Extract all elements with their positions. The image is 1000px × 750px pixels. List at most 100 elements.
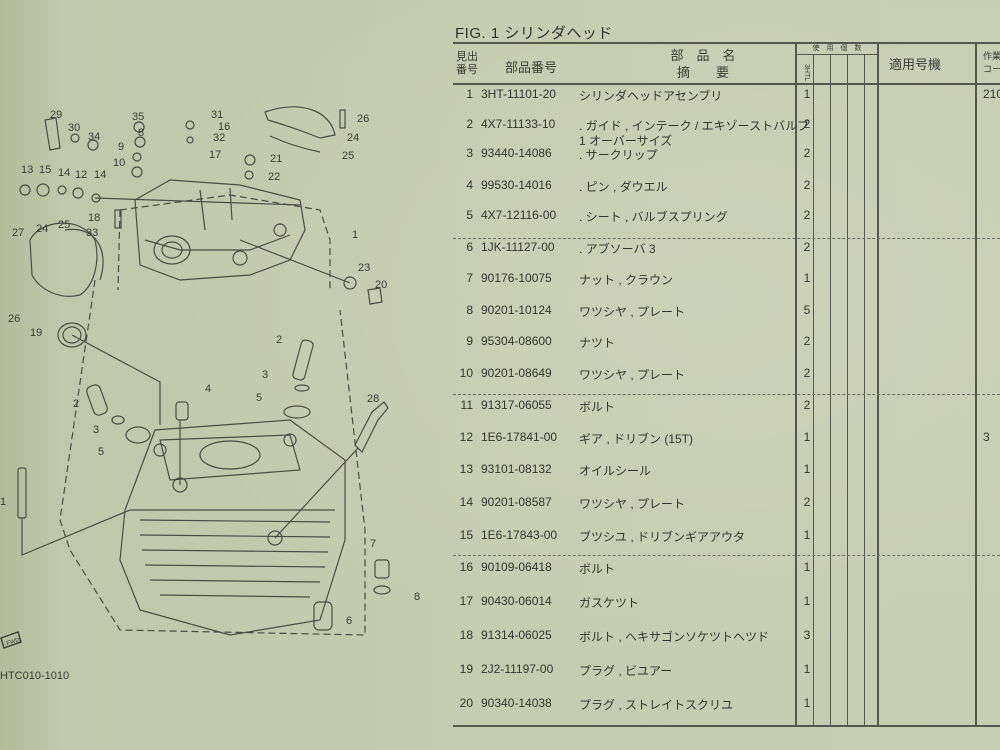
ref-no: 16 <box>459 560 473 574</box>
callout-label: 24 <box>36 223 49 235</box>
callout-label: 17 <box>209 149 222 161</box>
table-row: 8 90201-10124 ワツシヤ , プレート 5 <box>453 303 1000 323</box>
quantity: 2 <box>803 334 811 348</box>
part-description: シリンダヘッドアセンブリ <box>579 89 723 103</box>
ref-no: 13 <box>459 462 473 476</box>
part-number: 1E6-17841-00 <box>481 430 558 444</box>
part-description: ギア , ドリブン (15T) <box>579 432 694 446</box>
header-ref-no: 見出 番号 <box>456 51 478 77</box>
ref-no: 18 <box>459 628 473 642</box>
cylinder-head-drawing <box>17 106 391 636</box>
callout-label: 35 <box>132 111 145 123</box>
work-code: 3 <box>983 430 990 444</box>
header-ref-line2: 番号 <box>456 64 478 76</box>
group-separator <box>453 555 1000 556</box>
callout-label: 2 <box>73 398 80 410</box>
quantity: 3 <box>803 628 811 642</box>
callout-label: 15 <box>39 164 52 176</box>
parts-table: 見出 番号 部品番号 部 品 名 摘 要 使 用 個 数 3HTL 適用号機 作… <box>453 42 1000 727</box>
callout-label: 32 <box>213 132 226 144</box>
part-number: 91317-06055 <box>481 398 552 412</box>
col-divider <box>864 54 865 725</box>
ref-no: 4 <box>466 178 473 192</box>
header-ref-line1: 見出 <box>456 51 478 63</box>
callout-label: 5 <box>256 392 263 404</box>
header-work-line1: 作業 <box>983 51 1000 61</box>
part-description: ワツシヤ , プレート <box>579 497 686 511</box>
callout-label: 3 <box>93 424 100 436</box>
callout-label: 16 <box>218 121 231 133</box>
quantity: 2 <box>803 117 811 131</box>
col-divider <box>847 54 848 725</box>
part-description: ボルト <box>579 400 616 414</box>
header-qty-group: 使 用 個 数 <box>812 45 862 52</box>
table-row: 4 99530-14016 . ピン , ダウエル 2 <box>453 178 1000 198</box>
header-name-line2: 摘 要 <box>676 65 729 80</box>
group-separator <box>453 394 1000 395</box>
part-number: 4X7-11133-10 <box>481 117 556 131</box>
part-number: 93440-14086 <box>481 146 552 160</box>
ref-no: 9 <box>466 334 473 348</box>
ref-no: 17 <box>459 594 473 608</box>
part-description: ガスケツト <box>579 596 640 610</box>
quantity: 1 <box>803 462 811 476</box>
part-number: 91314-06025 <box>481 628 552 642</box>
callout-label: 27 <box>12 227 25 239</box>
callout-label: 1 <box>0 496 7 508</box>
header-applicable-model: 適用号機 <box>889 57 942 72</box>
table-row: 15 1E6-17843-00 ブツシユ , ドリブンギアアウタ 1 <box>453 528 1000 548</box>
part-description: . ピン , ダウエル <box>579 180 668 194</box>
quantity: 2 <box>803 208 811 222</box>
part-description: ボルト , ヘキサゴンソケツトヘツド <box>579 630 770 644</box>
part-description: . ガイド , インテーク / エキゾーストバルブ <box>579 119 810 133</box>
ref-no: 6 <box>466 240 473 254</box>
table-row: 10 90201-08649 ワツシヤ , プレート 2 <box>453 366 1000 386</box>
table-row: 16 90109-06418 ボルト 1 <box>453 560 1000 580</box>
quantity: 1 <box>803 594 811 608</box>
callout-label: 28 <box>367 393 380 405</box>
ref-no: 10 <box>459 366 473 380</box>
quantity: 1 <box>803 528 811 542</box>
col-divider <box>813 54 814 725</box>
table-row: 3 93440-14086 . サークリップ 2 <box>453 146 1000 166</box>
part-number: 90340-14038 <box>481 696 552 710</box>
ref-no: 12 <box>459 430 473 444</box>
part-description: . シート , バルブスプリング <box>579 210 728 224</box>
part-description: ワツシヤ , プレート <box>579 305 686 319</box>
ref-no: 3 <box>466 146 473 160</box>
table-row: 5 4X7-12116-00 . シート , バルブスプリング 2 <box>453 208 1000 228</box>
part-number: 95304-08600 <box>481 334 552 348</box>
part-description: オイルシール <box>579 464 652 478</box>
callout-label: 26 <box>357 113 370 125</box>
ref-no: 5 <box>466 208 473 222</box>
col-divider <box>795 42 797 725</box>
col-divider <box>830 54 831 725</box>
callout-label: 8 <box>414 591 421 603</box>
part-description: ナット , クラウン <box>579 273 674 287</box>
callout-label: 13 <box>21 164 34 176</box>
part-number: 90201-08649 <box>481 366 552 380</box>
quantity: 1 <box>803 662 811 676</box>
quantity: 1 <box>803 560 811 574</box>
part-number: 90109-06418 <box>481 560 552 574</box>
ref-no: 20 <box>459 696 473 710</box>
callout-label: 19 <box>30 327 43 339</box>
part-number: 90201-10124 <box>481 303 552 317</box>
callout-label: 30 <box>68 122 81 134</box>
table-row: 20 90340-14038 プラグ , ストレイトスクリユ 1 <box>453 696 1000 716</box>
callout-label: 6 <box>346 615 353 627</box>
quantity: 1 <box>803 696 811 710</box>
header-part-name: 部 品 名 摘 要 <box>653 47 753 81</box>
callout-label: 20 <box>375 279 388 291</box>
exploded-parts-diagram: 29 30 34 35 8 9 10 31 16 32 17 21 22 26 … <box>0 90 440 690</box>
callout-label: 2 <box>276 334 283 346</box>
ref-no: 1 <box>466 87 473 101</box>
table-row: 9 95304-08600 ナツト 2 <box>453 334 1000 354</box>
part-description: ナツト <box>579 336 616 350</box>
callout-label: 3 <box>262 369 269 381</box>
header-work-code: 作業 コー <box>983 50 1000 76</box>
quantity: 1 <box>803 87 811 101</box>
callout-label: 29 <box>50 109 63 121</box>
table-row: 2 4X7-11133-10 . ガイド , インテーク / エキゾーストバルブ… <box>453 117 1000 148</box>
quantity: 2 <box>803 398 811 412</box>
